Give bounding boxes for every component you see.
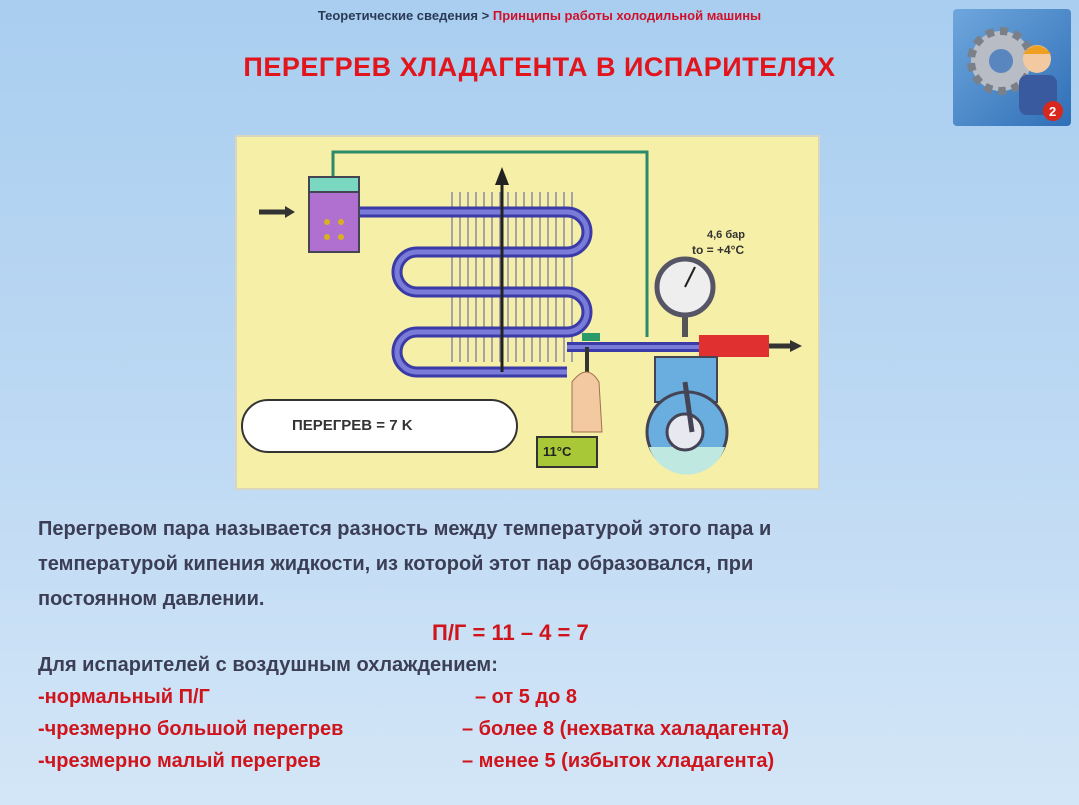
breadcrumb-separator: > <box>481 8 490 23</box>
superheat-label: ПЕРЕГРЕВ = 7 K <box>292 417 413 434</box>
rule-high-value: – более 8 (нехватка халадагента) <box>462 718 790 740</box>
pressure-label: 4,6 бар <box>707 229 745 241</box>
formula: П/Г = 11 – 4 = 7 <box>432 620 589 645</box>
rule-normal-value: – от 5 до 8 <box>475 686 578 708</box>
rule-high-label: -чрезмерно большой перегрев <box>38 718 344 740</box>
page-title: ПЕРЕГРЕВ ХЛАДАГЕНТА В ИСПАРИТЕЛЯХ <box>243 52 836 82</box>
rule-low-value: – менее 5 (избыток хладагента) <box>462 750 775 772</box>
definition-line-1: Перегревом пара называется разность межд… <box>38 518 772 540</box>
rule-normal-label: -нормальный П/Г <box>38 686 210 708</box>
boiling-temp-label: to = +4°C <box>692 243 745 257</box>
definition-line-2: температурой кипения жидкости, из которо… <box>38 553 754 575</box>
definition-line-3: постоянном давлении. <box>38 588 265 610</box>
air-cooled-heading: Для испарителей с воздушным охлаждением: <box>38 654 498 676</box>
breadcrumb: Теоретические сведения > Принципы работы… <box>0 8 1079 23</box>
rule-low-label: -чрезмерно малый перегрев <box>38 750 321 772</box>
breadcrumb-section[interactable]: Теоретические сведения <box>317 8 479 23</box>
thermometer-reading: 11°C <box>543 444 572 459</box>
svg-text:2: 2 <box>1049 104 1056 119</box>
breadcrumb-current: Принципы работы холодильной машины <box>492 8 762 23</box>
evaporator-diagram: 4,6 бар to = +4°C ПЕРЕГРЕВ = 7 K 11°C <box>235 135 820 490</box>
engineer-gear-logo-icon: 2 <box>953 9 1071 126</box>
